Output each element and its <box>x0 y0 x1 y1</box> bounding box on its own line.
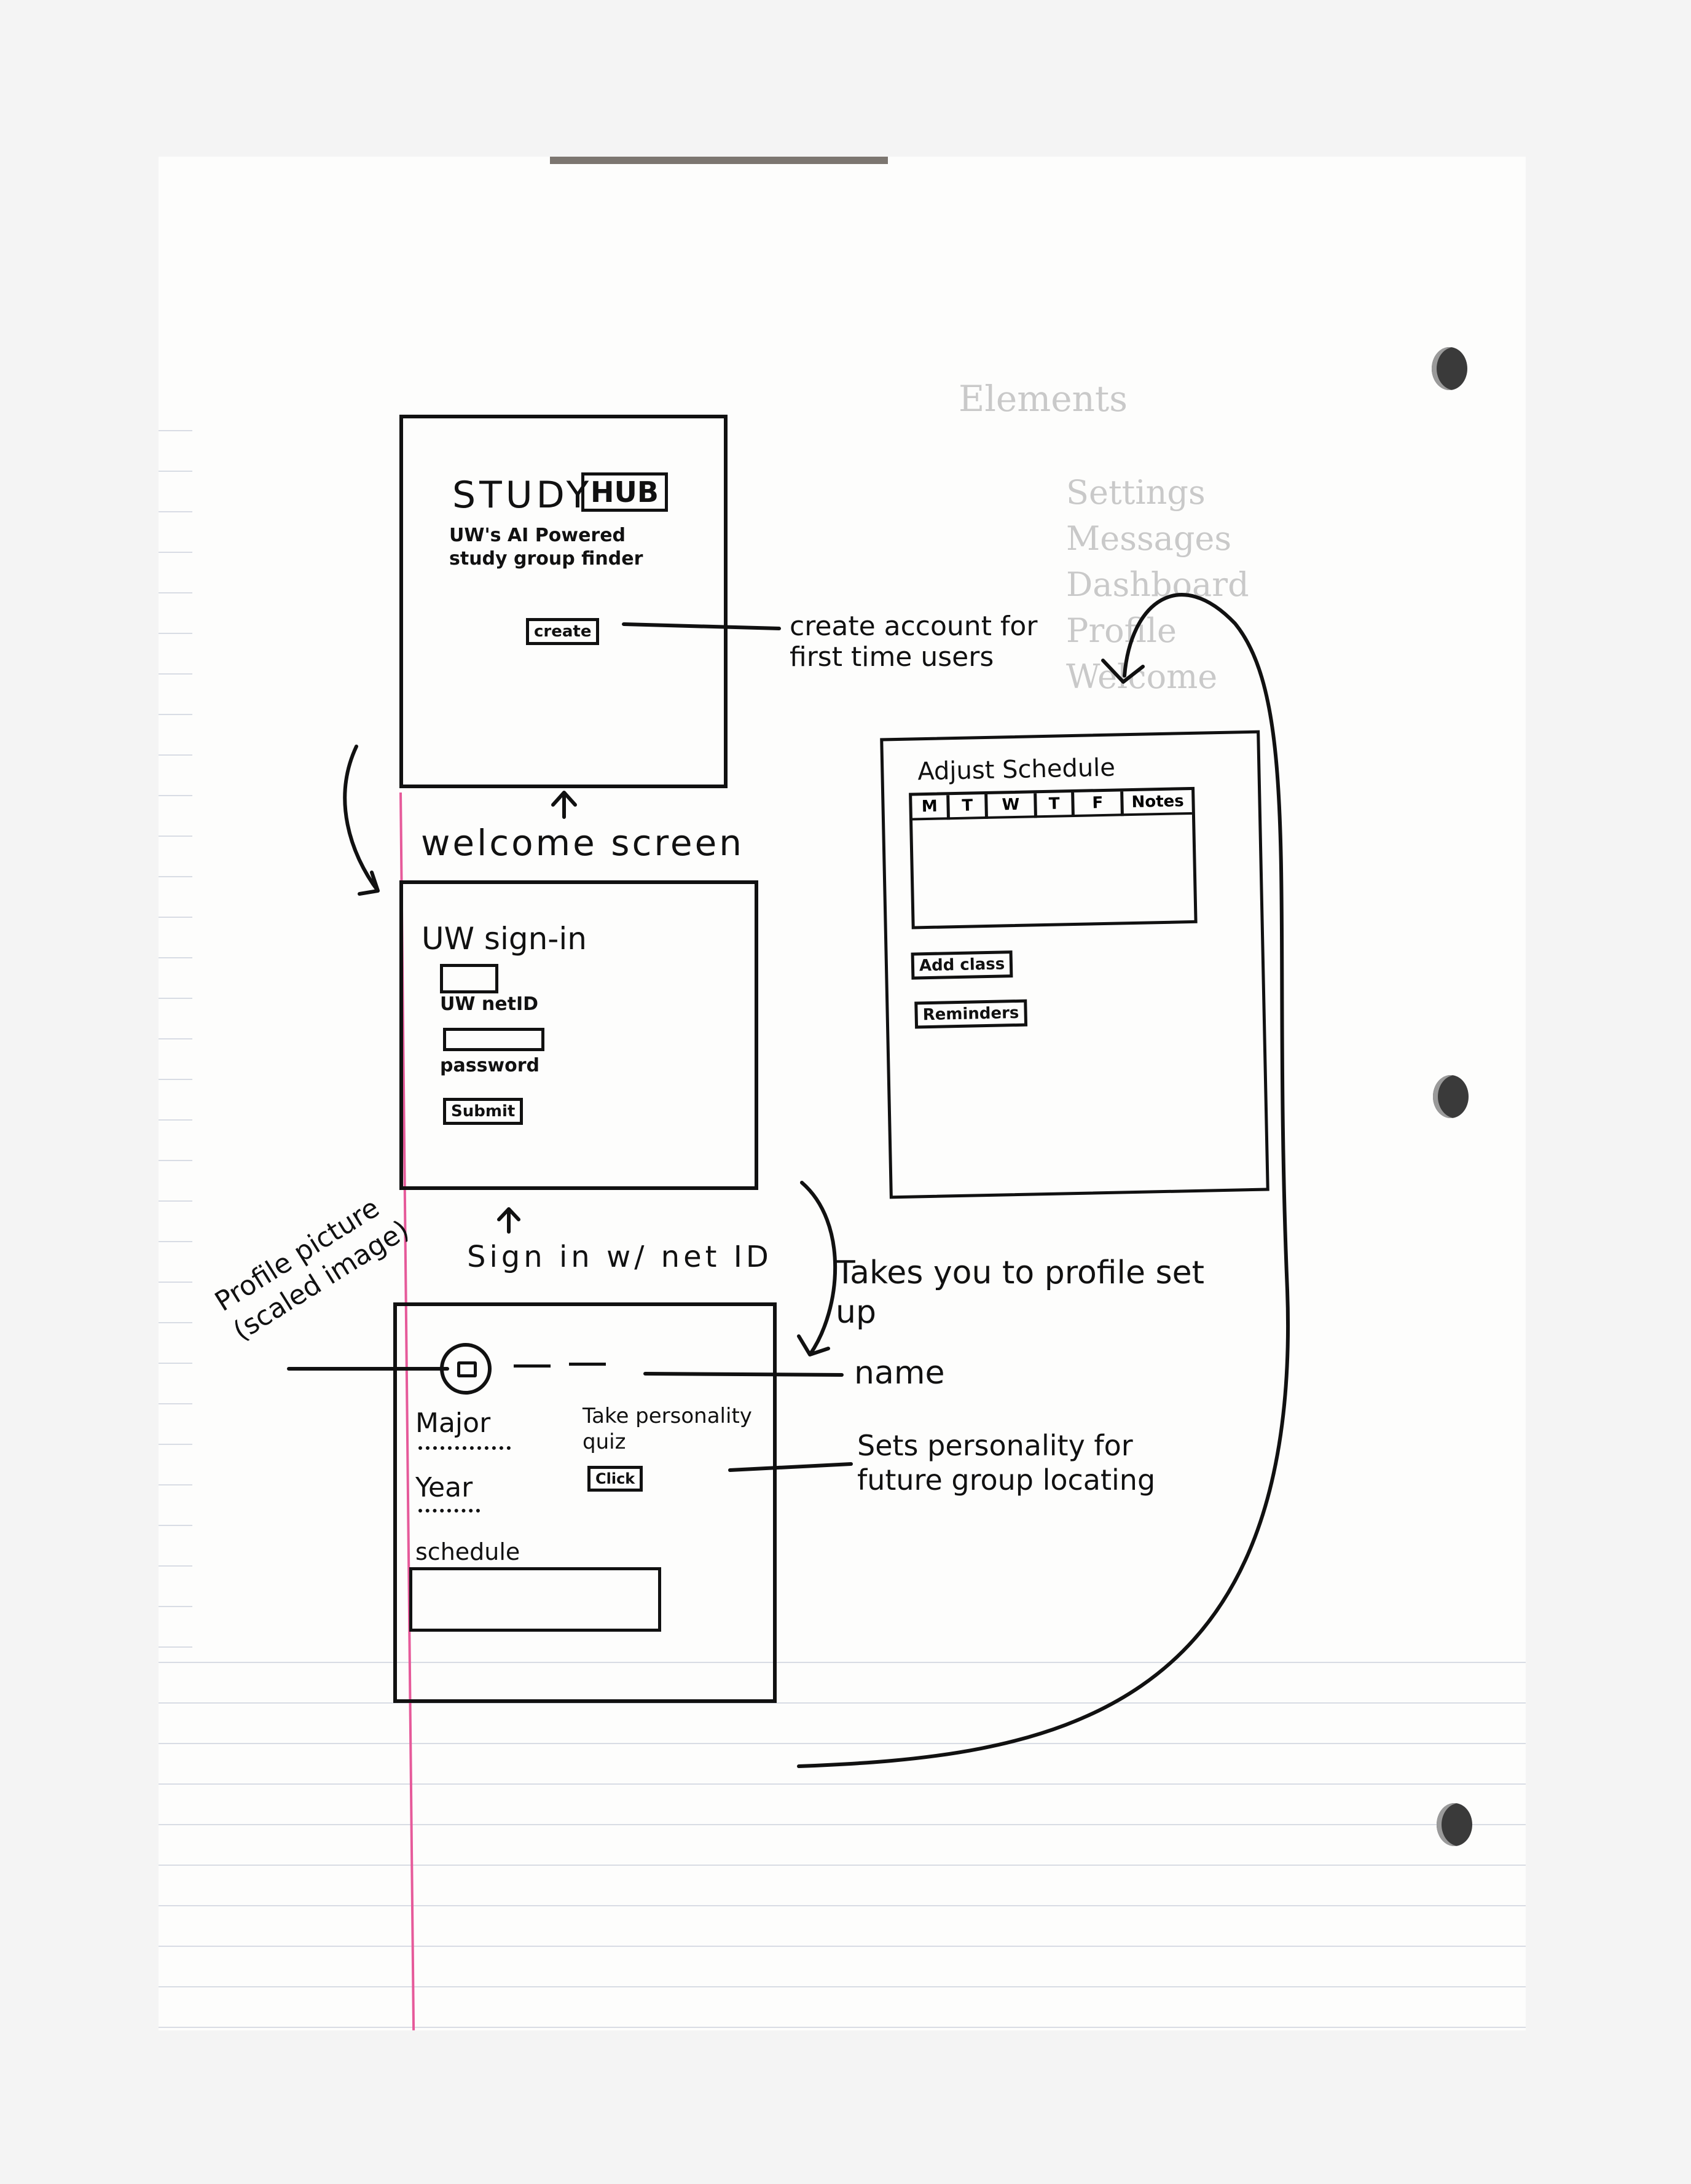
arrow-signin-to-profile <box>797 1181 838 1356</box>
quiz-click-button[interactable]: Click <box>587 1466 643 1492</box>
rule-tick <box>159 1038 192 1039</box>
rule-tick <box>159 1079 192 1080</box>
rule-line <box>159 2027 1526 2028</box>
rule-tick <box>159 1484 192 1485</box>
rule-line <box>159 1662 1526 1663</box>
rule-line <box>159 1783 1526 1785</box>
rule-tick <box>159 1282 192 1283</box>
rule-tick <box>159 714 192 715</box>
binder-hole-bottom <box>1437 1803 1472 1846</box>
ghost-item: Profile <box>1066 611 1177 650</box>
rule-tick <box>159 876 192 877</box>
rule-tick <box>159 592 192 593</box>
rule-tick <box>159 917 192 918</box>
binder-hole-middle <box>1433 1075 1469 1118</box>
rule-line <box>159 1865 1526 1866</box>
image-icon <box>457 1361 477 1377</box>
rule-tick <box>159 1403 192 1404</box>
app-tagline: UW's AI Powered study group finder <box>449 525 643 569</box>
signin-screen-frame: UW sign-in UW netID password Submit <box>399 880 758 1190</box>
arrow-profile-to-schedule <box>797 593 1290 1768</box>
annotation-personality: Sets personality for future group locati… <box>857 1429 1156 1497</box>
arrow-up-signin <box>497 1207 520 1234</box>
profile-screen-frame: Major Year Take personality quiz Click s… <box>393 1302 777 1703</box>
schedule-label: schedule <box>415 1538 520 1565</box>
rule-tick <box>159 795 192 796</box>
netid-label: UW netID <box>440 993 539 1015</box>
welcome-screen-frame: STUDY HUB UW's AI Powered study group fi… <box>399 415 728 788</box>
rule-tick <box>159 1119 192 1121</box>
major-value-placeholder[interactable] <box>418 1446 511 1450</box>
rule-tick <box>159 957 192 958</box>
annotation-takes-to-profile: Takes you to profile set up <box>836 1254 1204 1331</box>
ghost-item: Messages <box>1066 519 1232 558</box>
password-input[interactable] <box>443 1028 544 1051</box>
rule-tick <box>159 1322 192 1323</box>
rule-tick <box>159 511 192 512</box>
rule-tick <box>159 471 192 472</box>
rule-tick <box>159 1646 192 1648</box>
rule-tick <box>159 1160 192 1161</box>
arrow-up-welcome <box>551 791 577 819</box>
rule-tick <box>159 836 192 837</box>
rule-tick <box>159 1241 192 1242</box>
connector-name <box>643 1372 844 1377</box>
notebook-page <box>159 157 1526 2030</box>
connector-create-account <box>622 622 781 630</box>
rule-line <box>159 1824 1526 1825</box>
major-label: Major <box>415 1407 491 1439</box>
create-button[interactable]: create <box>526 618 600 645</box>
ghost-item: Dashboard <box>1066 565 1249 604</box>
arrow-welcome-to-signin <box>343 745 380 896</box>
welcome-screen-caption: welcome screen <box>421 822 745 864</box>
signin-screen-caption: Sign in w/ net ID <box>467 1240 772 1274</box>
year-label: Year <box>415 1472 473 1503</box>
rule-tick <box>159 754 192 756</box>
rule-tick <box>159 633 192 634</box>
schedule-box[interactable] <box>409 1567 661 1632</box>
rule-line <box>159 1905 1526 1906</box>
rule-tick <box>159 998 192 999</box>
signin-title: UW sign-in <box>422 921 587 957</box>
app-logo-text: STUDY <box>452 474 593 517</box>
rule-tick <box>159 552 192 553</box>
connector-personality <box>728 1462 853 1472</box>
rule-line <box>159 1986 1526 1987</box>
rule-tick <box>159 1444 192 1445</box>
password-label: password <box>440 1055 540 1076</box>
ghost-item: Settings <box>1066 473 1206 512</box>
rule-tick <box>159 1606 192 1607</box>
rule-tick <box>159 1565 192 1567</box>
last-name-placeholder <box>569 1363 606 1366</box>
first-name-placeholder <box>514 1364 551 1368</box>
rule-line <box>159 1946 1526 1947</box>
rule-tick <box>159 1363 192 1364</box>
rule-tick <box>159 430 192 431</box>
quiz-label: Take personality quiz <box>583 1404 752 1454</box>
netid-input[interactable] <box>440 964 498 993</box>
annotation-name: name <box>854 1355 945 1391</box>
rule-line <box>159 1702 1526 1704</box>
binder-hole-top <box>1432 347 1467 390</box>
rule-line <box>159 1743 1526 1744</box>
app-logo-box: HUB <box>581 472 668 512</box>
rule-tick <box>159 1525 192 1526</box>
binding-strip <box>550 157 888 164</box>
ghost-header: Elements <box>959 378 1128 420</box>
year-value-placeholder[interactable] <box>418 1509 480 1513</box>
rule-tick <box>159 673 192 675</box>
submit-button[interactable]: Submit <box>443 1098 524 1125</box>
annotation-create-account: create account for first time users <box>790 611 1038 673</box>
rule-tick <box>159 1200 192 1202</box>
ghost-item: Welcome <box>1066 657 1218 696</box>
